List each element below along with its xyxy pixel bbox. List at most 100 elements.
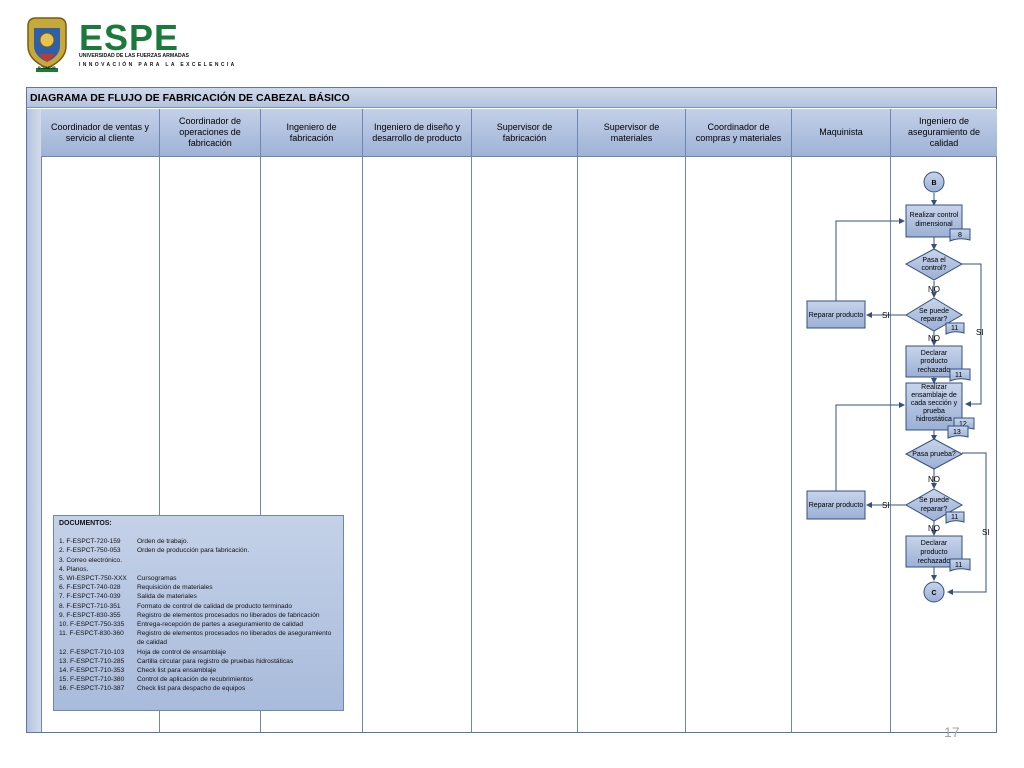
label-si: SI (976, 328, 984, 337)
svg-text:rechazado: rechazado (918, 367, 951, 374)
document-desc: Salida de materiales (137, 593, 197, 601)
svg-text:Declarar: Declarar (921, 540, 948, 547)
flow-edge (835, 218, 905, 302)
lane-header-calidad: Ingeniero de aseguramiento de calidad (891, 109, 997, 157)
connector-c: C (923, 581, 945, 603)
document-code: 9. F-ESPCT-830-355 (59, 611, 121, 619)
process-rechazado-1: Declarar producto rechazado 11 (905, 345, 971, 382)
lane-header-supervisor-fabricacion: Supervisor de fabricación (472, 109, 578, 157)
lane-header-compras: Coordinador de compras y materiales (686, 109, 792, 157)
lane-header-ing-fabricacion: Ingeniero de fabricación (261, 109, 363, 157)
document-icon (947, 425, 969, 439)
svg-text:8: 8 (958, 232, 962, 239)
document-code: 11. F-ESPCT-830-360 (59, 630, 124, 638)
lane-header-operaciones: Coordinador de operaciones de fabricació… (160, 109, 261, 157)
document-code: 2. F-ESPCT-750-053 (59, 547, 121, 555)
document-code: 1. F-ESPCT-720-159 (59, 538, 121, 546)
label-si: SI (882, 311, 890, 320)
document-icon (949, 558, 971, 572)
svg-text:dimensional: dimensional (915, 221, 953, 228)
svg-text:13: 13 (953, 429, 961, 436)
lane-header-ventas: Coordinador de ventas y servicio al clie… (41, 109, 160, 157)
svg-text:producto: producto (920, 358, 947, 365)
lane-body-ventas (41, 157, 160, 732)
page-number: 17 (944, 724, 960, 740)
decision-puede-reparar-2: Se puede reparar? 11 (904, 488, 965, 524)
document-desc: Hoja de control de ensamblaje (137, 648, 227, 656)
document-desc: Entrega-recepción de partes a aseguramie… (137, 621, 304, 629)
svg-text:prueba: prueba (923, 408, 945, 415)
svg-text:rechazado: rechazado (918, 558, 951, 565)
decision-puede-reparar-1: Se puede reparar? 11 (905, 297, 965, 335)
lane-header-maquinista: Maquinista (792, 109, 891, 157)
document-item: 9. F-ESPCT-830-355 Registro de elementos … (59, 611, 338, 620)
document-code: 14. F-ESPCT-710-353 (59, 667, 125, 675)
document-icon (945, 511, 965, 524)
svg-text:11: 11 (951, 514, 958, 521)
lane-body-compras (686, 157, 792, 732)
svg-text:12: 12 (959, 421, 967, 428)
document-desc: Cursogramas (137, 575, 177, 583)
label-no: NO (928, 524, 940, 533)
process-rechazado-2: Declarar producto rechazado 11 (905, 535, 971, 572)
lane-body-supervisor-fabricacion (472, 157, 578, 732)
svg-text:reparar?: reparar? (921, 316, 948, 323)
label-si: SI (882, 501, 890, 510)
flow-edge (962, 263, 982, 407)
seal-text: ECUADOR (38, 66, 56, 70)
process-control-dimensional: Realizar control dimensional 8 (905, 204, 971, 242)
decision-pasa-prueba: Pasa prueba? (904, 438, 964, 470)
svg-text:Reparar producto: Reparar producto (809, 502, 864, 509)
document-desc: Orden de producción para fabricación. (137, 547, 250, 555)
document-code: 4. Planos. (59, 565, 89, 573)
document-icon (945, 322, 965, 335)
svg-text:Realizar control: Realizar control (910, 212, 959, 219)
svg-text:hidrostática: hidrostática (916, 416, 952, 423)
label-no: NO (928, 475, 940, 484)
document-desc: Check list para despacho de equipos (137, 685, 246, 693)
document-code: 13. F-ESPCT-710-285 (59, 657, 125, 665)
document-icon (949, 368, 971, 382)
document-icon (949, 228, 971, 242)
svg-text:producto: producto (920, 549, 947, 556)
document-item: 4. Planos. (59, 565, 338, 574)
svg-text:cada sección y: cada sección y (911, 400, 958, 407)
lane-header-ing-diseno: Ingeniero de diseño y desarrollo de prod… (363, 109, 472, 157)
process-reparar-producto-1: Reparar producto (806, 300, 866, 329)
university-motto: INNOVACIÓN PARA LA EXCELENCIA (79, 62, 237, 68)
process-reparar-producto-2: Reparar producto (806, 490, 866, 520)
svg-text:Se puede: Se puede (919, 308, 949, 315)
svg-text:Pasa prueba?: Pasa prueba? (912, 451, 956, 458)
document-item: 14. F-ESPCT-710-353 Check list para ensam… (59, 666, 338, 675)
document-desc: Check list para ensamblaje (137, 667, 217, 675)
label-si: SI (982, 528, 990, 537)
document-item: 3. Correo electrónico. (59, 556, 338, 565)
svg-text:11: 11 (951, 325, 958, 332)
svg-text:C: C (931, 590, 936, 597)
document-code: 8. F-ESPCT-710-351 (59, 602, 121, 610)
documents-title: DOCUMENTOS: (59, 520, 112, 527)
document-code: 5. WI-ESPCT-750-XXX (59, 575, 127, 583)
document-desc: Registro de elementos procesados no libe… (137, 611, 320, 619)
flow-edge (835, 402, 905, 492)
document-code: 6. F-ESPCT-740-028 (59, 584, 121, 592)
university-seal-icon: ESPE (27, 17, 178, 72)
svg-text:ensamblaje de: ensamblaje de (911, 392, 957, 399)
document-desc: Formato de control de calidad de product… (137, 602, 293, 610)
lane-body-operaciones (160, 157, 261, 732)
lane-body-supervisor-materiales (578, 157, 686, 732)
diagram-title: DIAGRAMA DE FLUJO DE FABRICACIÓN DE CABE… (27, 88, 996, 108)
document-code: 7. F-ESPCT-740-039 (59, 593, 121, 601)
svg-text:Reparar producto: Reparar producto (809, 312, 864, 319)
label-no: NO (928, 285, 940, 294)
svg-text:reparar?: reparar? (921, 506, 948, 513)
